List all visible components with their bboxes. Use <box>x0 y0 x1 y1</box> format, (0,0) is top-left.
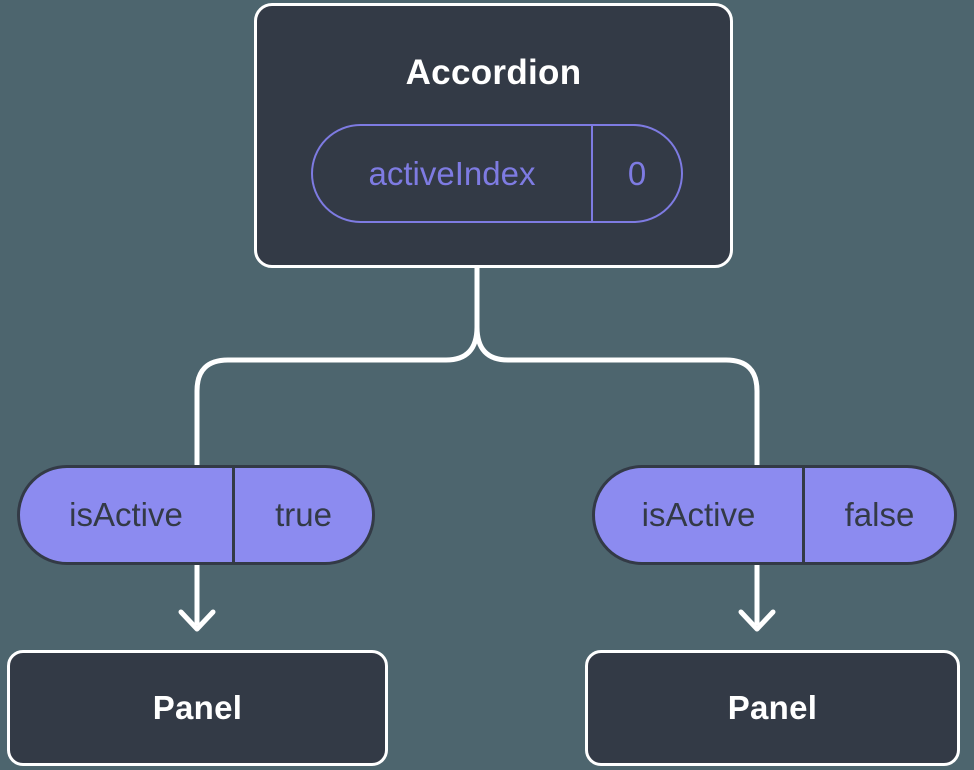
accordion-node-title: Accordion <box>405 53 582 92</box>
accordion-prop-pill: activeIndex 0 <box>311 124 683 223</box>
prop-value-label: 0 <box>627 154 647 192</box>
state-pill-left: isActive true <box>17 465 375 565</box>
prop-name-label: activeIndex <box>368 154 536 192</box>
arrowhead-left-icon <box>178 609 216 632</box>
connector-branch-right <box>474 326 760 625</box>
state-value-label: true <box>275 496 332 533</box>
accordion-node: Accordion activeIndex 0 <box>254 3 733 268</box>
pill-divider <box>232 468 235 562</box>
panel-node-left: Panel <box>7 650 388 766</box>
pill-divider <box>802 468 805 562</box>
state-name-label: isActive <box>69 496 183 533</box>
state-value-label: false <box>844 496 915 533</box>
state-name-label: isActive <box>641 496 756 533</box>
panel-node-right: Panel <box>585 650 960 766</box>
connector-branch-left <box>194 326 480 625</box>
arrowhead-right-icon <box>738 609 776 632</box>
pill-divider <box>591 126 593 221</box>
state-pill-right: isActive false <box>592 465 957 565</box>
